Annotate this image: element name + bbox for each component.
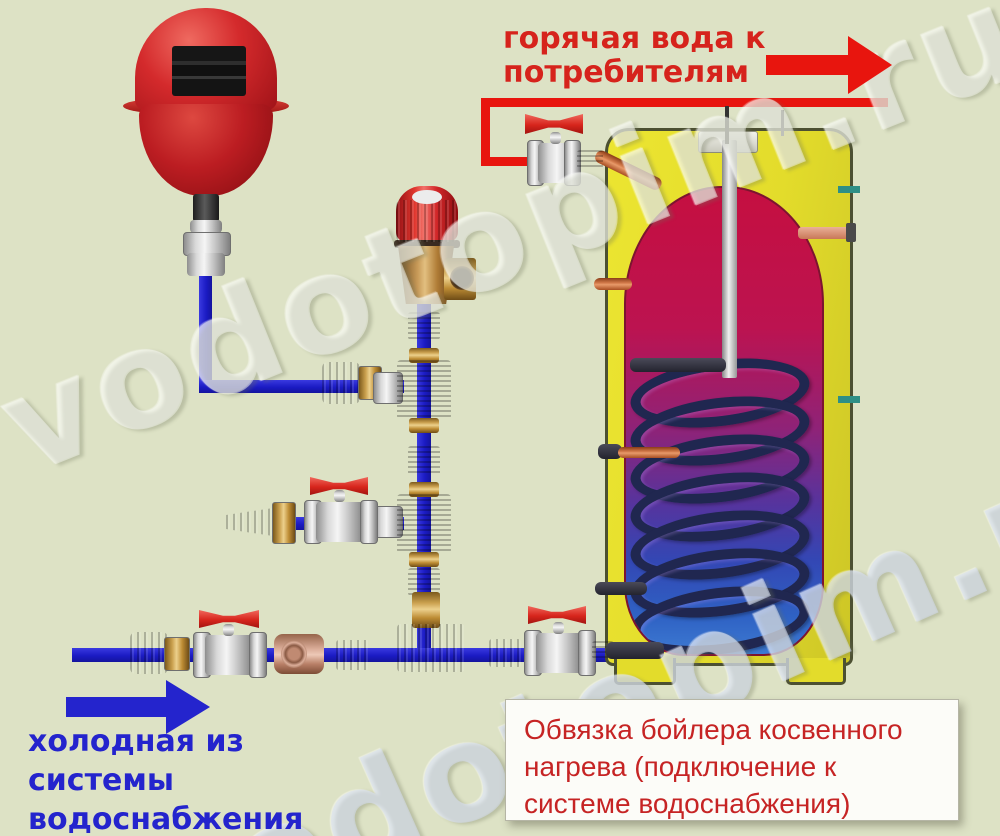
caption-line2: нагрева (подключение к (524, 750, 837, 782)
cold-pipe-main-vertical (417, 298, 431, 658)
brass-coupling-2 (408, 446, 440, 476)
hose-barb-drain (226, 507, 278, 537)
ball-valve2-right-nut (360, 500, 378, 544)
boiler-right-stub-cap (846, 223, 856, 242)
ball-valve1-right-nut (564, 140, 581, 186)
coil-inlet-pipe (618, 447, 680, 458)
tee2-bottom-port (409, 552, 439, 567)
boiler-foot-left (614, 658, 676, 685)
brass-coupling-3 (408, 568, 440, 596)
sensor-rod-1 (725, 106, 729, 144)
ball-valve3-stem (223, 624, 234, 636)
tee1-body (397, 360, 451, 420)
safety-valve-cap-center (412, 190, 442, 204)
tank-nipple (193, 194, 219, 222)
cold-water-arrow-head (166, 680, 210, 734)
boiler-right-stub-teal-2 (838, 396, 860, 403)
safety-valve-cap-ribs (396, 200, 458, 242)
tee3-body (397, 624, 465, 672)
cold-water-label-line2: системы (28, 763, 174, 798)
ball-valve3-body (205, 635, 253, 675)
tee1-bottom-port (409, 418, 439, 433)
safety-valve-port-hole (450, 266, 474, 290)
boiler-left-stub-copper (594, 278, 632, 290)
brass-coupling-1 (408, 312, 440, 340)
ball-valve1-thread (577, 150, 603, 169)
expansion-tank-label (172, 46, 246, 96)
boiler-right-stub-salmon (798, 227, 850, 239)
cold-pipe-expansion-horizontal (199, 380, 404, 393)
boiler-foot-right (786, 658, 846, 685)
tee3-top-port (412, 592, 440, 628)
boiler-right-stub-teal-1 (838, 186, 860, 193)
cold-water-label-line1: холодная из (28, 724, 244, 759)
union-fitting-bottom (187, 253, 225, 276)
ppr-coupling-lower-body (130, 632, 168, 674)
coil-connection-bottom (595, 582, 647, 595)
hot-water-label: горячая вода к потребителям (503, 22, 765, 89)
ball-valve1-handle (525, 114, 583, 134)
ppr-coupling-upper-body (322, 362, 360, 404)
cold-water-label-line3: водоснабжения (28, 802, 304, 836)
coil-inlet-nub (598, 444, 622, 459)
brass-coupling-5 (489, 639, 521, 667)
hot-water-label-line2: потребителям (503, 54, 750, 90)
cold-water-label: холодная из системы водоснабжения (28, 722, 303, 836)
tee1-top-port (409, 348, 439, 363)
ball-valve3-right-nut (249, 632, 267, 678)
ball-valve3-handle (199, 610, 259, 628)
ball-valve1-stem (550, 132, 561, 144)
hot-water-label-line1: горячая вода к (503, 21, 766, 56)
caption-box: Обвязка бойлера косвенного нагрева (подк… (505, 699, 959, 821)
tee1-left-port (373, 372, 403, 404)
ball-valve4-right-nut (578, 630, 596, 676)
hot-water-arrow-head (848, 36, 892, 94)
hose-barb-hex (272, 502, 296, 544)
ball-valve2-stem (334, 490, 345, 502)
hot-pipe-horizontal (481, 98, 888, 107)
ball-valve4-handle (528, 606, 586, 624)
sensor-rod-2 (781, 110, 784, 136)
expansion-tank-bottom (139, 104, 273, 196)
cold-water-arrow-shaft (66, 697, 168, 717)
tee2-top-port (409, 482, 439, 497)
coil-connection-top (630, 358, 726, 372)
tee2-body (397, 494, 451, 554)
ball-valve4-stem (553, 622, 564, 634)
boiler-cold-inlet-pipe (606, 642, 664, 659)
ball-valve2-handle (310, 477, 368, 495)
ball-valve4-body (536, 633, 582, 673)
hot-water-arrow-shaft (766, 55, 850, 75)
anode-tube (722, 140, 737, 378)
hot-pipe-vertical (481, 98, 490, 166)
ppr-coupling-lower-hex (164, 637, 190, 671)
hot-pipe-to-valve (481, 157, 529, 166)
caption-line3: системе водоснабжения) (524, 787, 851, 819)
check-valve-face (281, 640, 307, 668)
brass-coupling-4 (336, 640, 370, 670)
safety-valve-ring (394, 240, 460, 248)
caption-line1: Обвязка бойлера косвенного (524, 714, 903, 745)
ball-valve2-body (316, 502, 364, 542)
union-fitting-top (190, 220, 222, 233)
